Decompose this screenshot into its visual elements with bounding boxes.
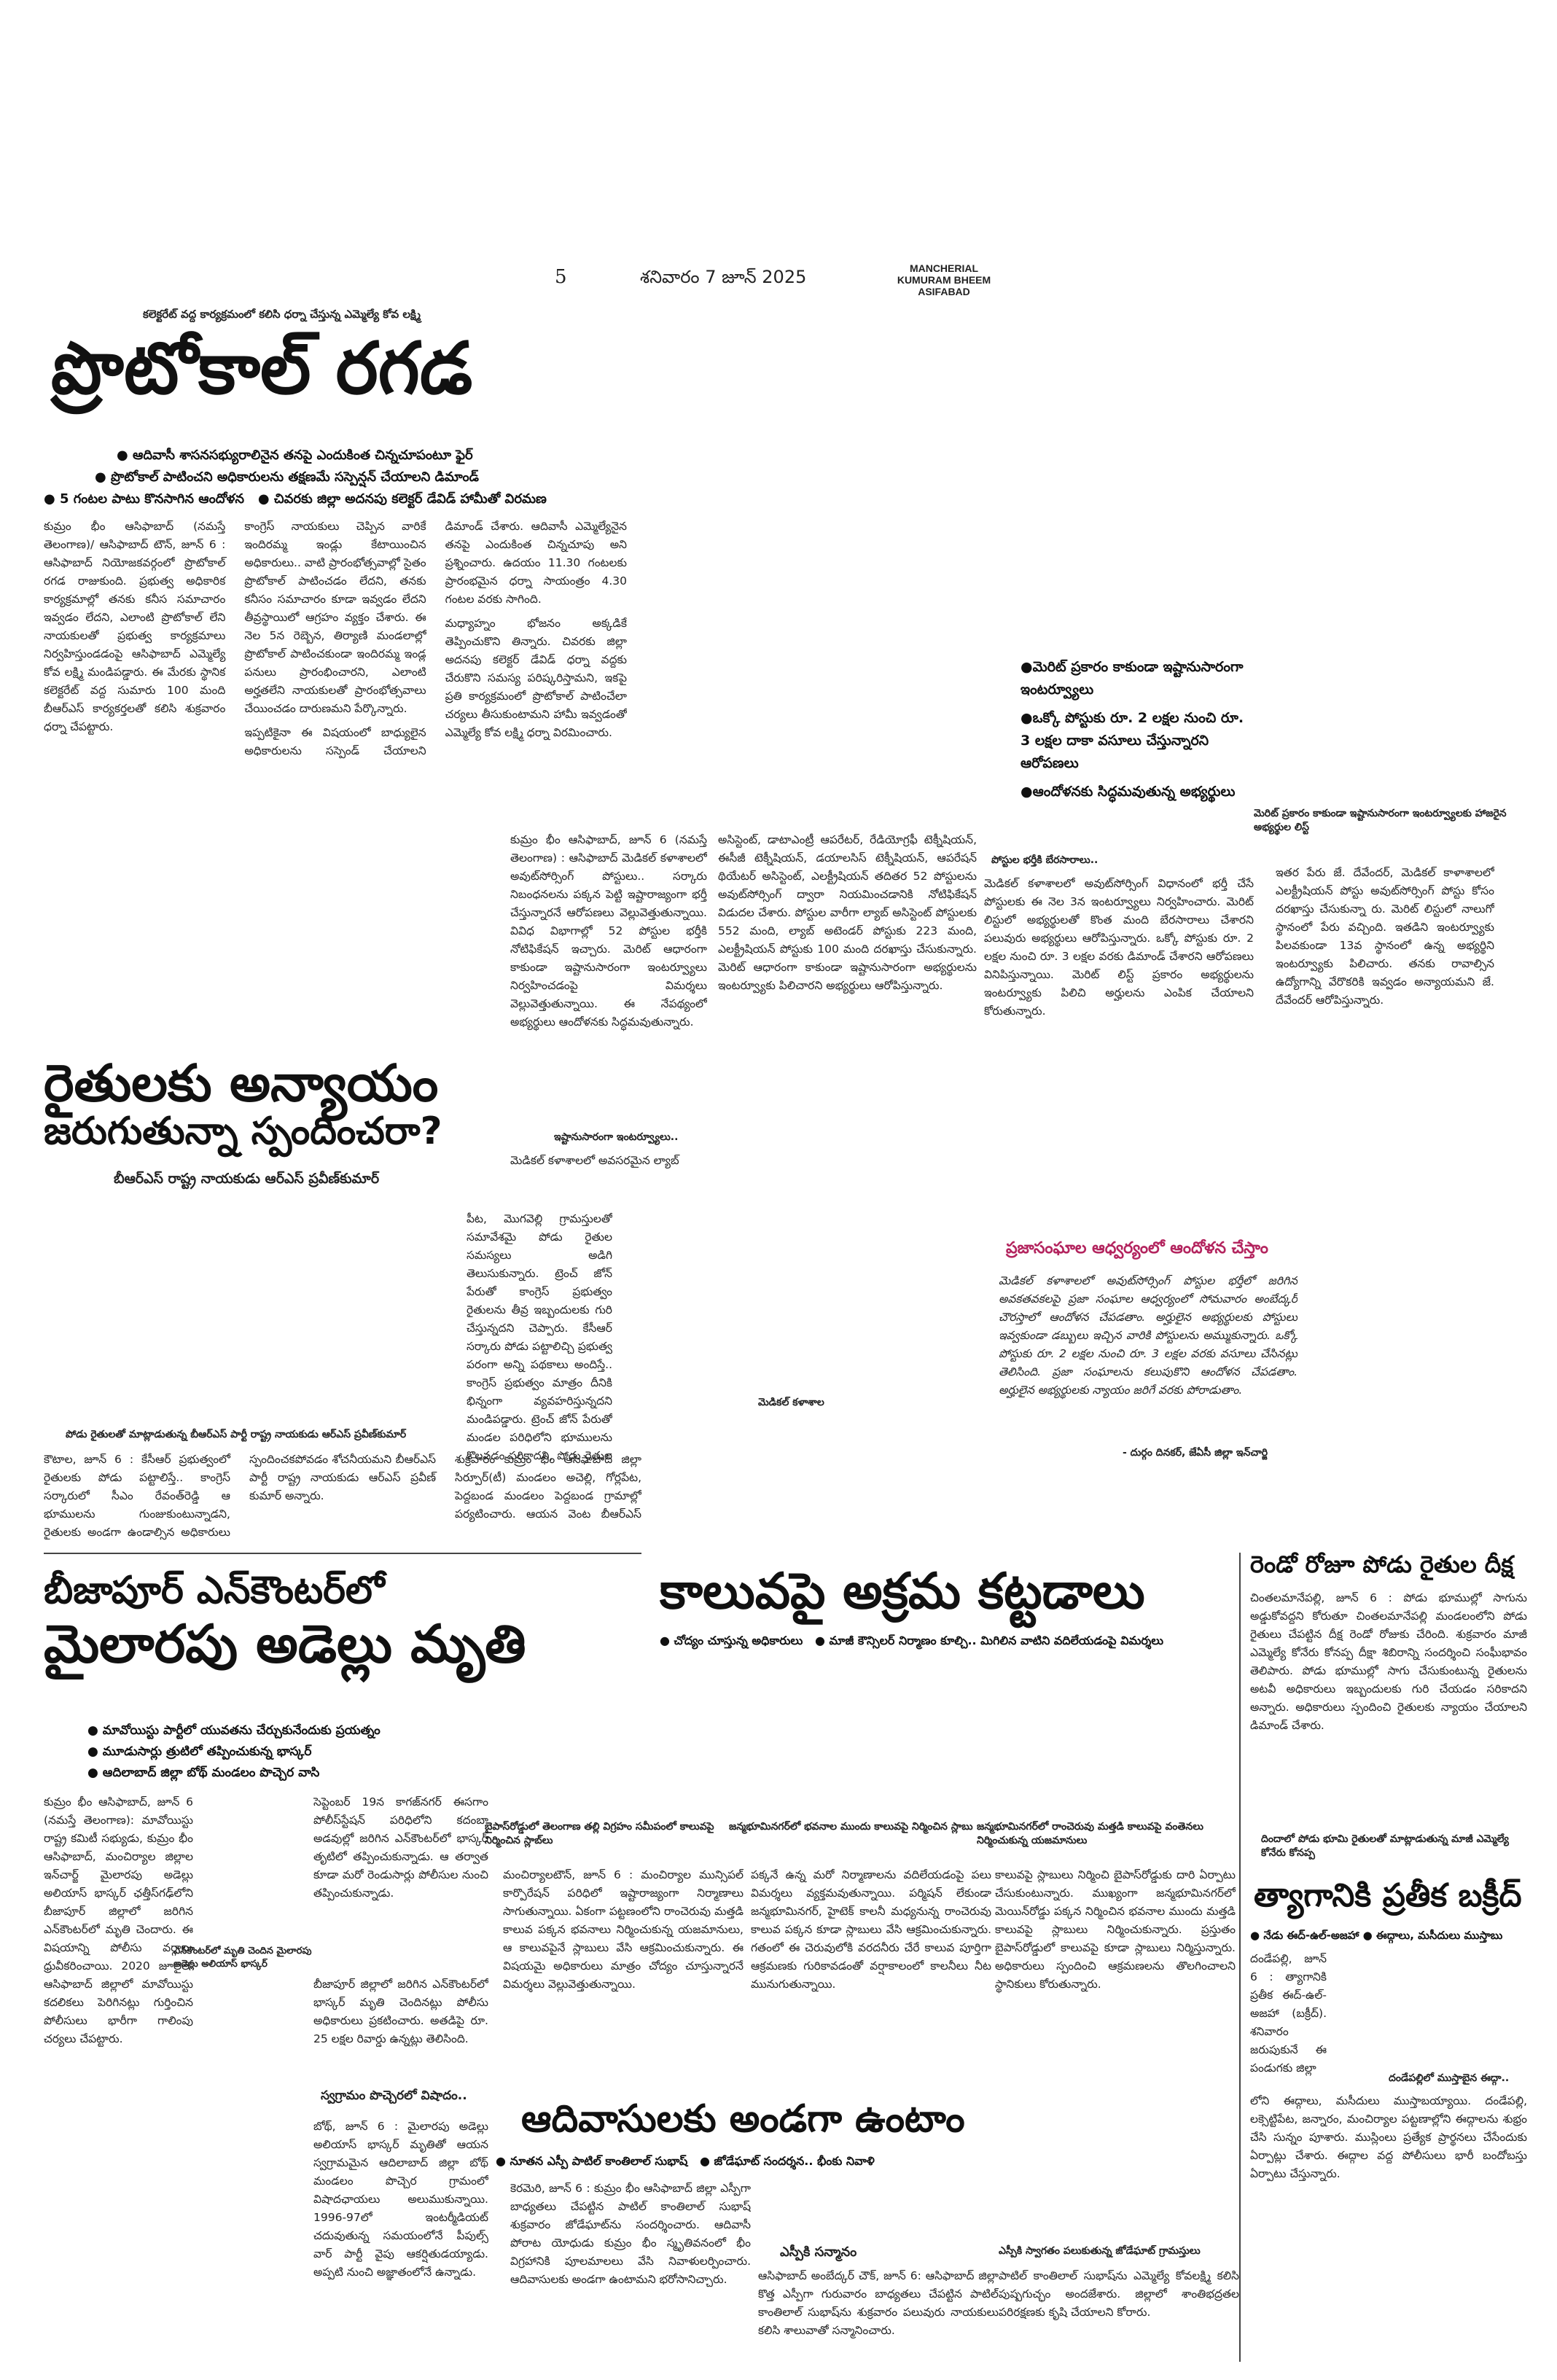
- farmers-column-top: పీట, మొగవెల్లి గ్రామస్తులతో సమావేశమై పోడ…: [467, 1212, 612, 1462]
- encounter-bullet: మూడుసార్లు త్రుటిలో తప్పించుకున్న భాస్కర…: [87, 1741, 641, 1763]
- column-divider: [1239, 1553, 1241, 2362]
- encounter-headline-1: బీజాపూర్ ఎన్‌కౌంటర్‌లో: [44, 1569, 385, 1612]
- lead-headline: ప్రొటోకాల్ రగడ: [51, 327, 473, 410]
- encounter-col-3: బోథ్, జూన్ 6 : మైలారపు అడెల్లు అలియాస్ భ…: [313, 2120, 488, 2279]
- bakrid-body-left: దండేపల్లి, జూన్ 6 : త్యాగానికి ప్రతీక ఈద…: [1250, 1952, 1327, 2075]
- encounter-village-subhead: స్వగ్రామం పొచ్చెరలో విషాదం..: [321, 2088, 467, 2103]
- encounter-bullet: మావోయిస్టు పార్టీలో యువతను చేర్చుకునేందు…: [87, 1720, 641, 1741]
- highlight-item: ఆందోళనకు సిద్ధమవుతున్న అభ్యర్థులు: [1021, 781, 1246, 803]
- encounter-headline-2: మైలారపు అడెల్లు మృతి: [44, 1613, 526, 1674]
- farmers-photo-caption: పోడు రైతులతో మాట్లాడుతున్న బీఆర్ఎస్ పార్…: [66, 1429, 407, 1440]
- medical-col-1: కుమ్రం భీం ఆసిఫాబాద్, జూన్ 6 (నమస్తే తెల…: [510, 833, 707, 1029]
- merit-side-column: ఇతర పేరు జే. దేవేందర్, మెడికల్ కాళాశాలలో…: [1276, 866, 1494, 1007]
- lead-bullet: ఆదివాసీ శాసనసభ్యురాలినైన తనపై ఎందుకింత చ…: [117, 445, 627, 467]
- canal-bullets: ● చోద్యం చూస్తున్న అధికారులు ● మాజీ కౌన్…: [660, 1631, 1228, 1650]
- encounter-col-2: సెప్టెంబర్ 19న కాగజ్‌నగర్ ఈసగాం పోలీస్‌స…: [313, 1795, 488, 1900]
- divider: [44, 1553, 641, 1554]
- medical-photo-caption: మెడికల్ కళాశాల: [758, 1397, 824, 1408]
- adivasi-bullet: ● జోడేఘాట్ సందర్శన.. భీంకు నివాళి: [699, 2154, 875, 2168]
- highlight-item: మెరిట్ ప్రకారం కాకుండా ఇష్టానుసారంగా ఇంట…: [1021, 656, 1246, 701]
- adivasi-bullet: ● నూతన ఎస్పీ పాటిల్ కాంతిలాల్ సుభాష్: [496, 2154, 688, 2168]
- canal-col-3: కాలువపై స్లాబులు నిర్మించి బైపాస్‌రోడ్డు…: [995, 1868, 1236, 1991]
- bakrid-headline: త్యాగానికి ప్రతీక బక్రీద్: [1254, 1877, 1522, 1914]
- adivasi-felicitation-subhead: ఎస్పీకి సన్మానం: [780, 2244, 857, 2260]
- canal-headline: కాలువపై అక్రమ కట్టడాలు: [660, 1563, 1145, 1620]
- lead-bullets: ఆదివాసీ శాసనసభ్యురాలినైన తనపై ఎందుకింత చ…: [111, 445, 627, 488]
- lead-bullets-row: ● 5 గంటల పాటు కొనసాగిన ఆందోళన ● చివరకు జ…: [44, 488, 700, 510]
- adivasi-bullets: ● నూతన ఎస్పీ పాటిల్ కాంతిలాల్ సుభాష్ ● జ…: [496, 2150, 1006, 2172]
- adivasi-col-3: పాటిల్ కాంతిలాల్ సుభాష్‌ను ఎమ్మెల్యే కోవ…: [999, 2269, 1239, 2319]
- canal-photo-caption-2: జన్మభూమినగర్‌లో భవనాల ముందు కాలువపై నిర్…: [729, 1821, 973, 1833]
- encounter-col-2b: బీజాపూర్ జిల్లాలో జరిగిన ఎన్‌కౌంటర్‌లో భ…: [313, 1978, 488, 2045]
- bakrid-kicker: దిందాలో పోడు భూమి రైతులతో మాట్లాడుతున్న …: [1261, 1833, 1509, 1859]
- medical-highlights-box: మెరిట్ ప్రకారం కాకుండా ఇష్టానుసారంగా ఇంట…: [1021, 656, 1246, 803]
- canal-photo-caption-1: బైపాస్‌రోడ్డులో తెలంగాణ తల్లి విగ్రహం సమ…: [485, 1821, 714, 1846]
- farmers-headline-2: జరుగుతున్నా స్పందించరా?: [44, 1109, 442, 1153]
- medical-col-3: మెడికల్ కళాశాలలో అవుట్‌సోర్సింగ్ విధానంల…: [984, 877, 1254, 1018]
- canal-bullet: ● చోద్యం చూస్తున్న అధికారులు: [660, 1634, 803, 1647]
- lead-bullet: ప్రొటోకాల్ పాటించని అధికారులను తక్షణమే స…: [95, 467, 627, 488]
- encounter-bullets: మావోయిస్టు పార్టీలో యువతను చేర్చుకునేందు…: [87, 1720, 641, 1784]
- bakrid-photo-caption: దండేపల్లిలో ముస్తాబైన ఈద్గా..: [1389, 2072, 1510, 2084]
- medical-col-1-tail: మెడికల్ కళాశాలలో అవసరమైన ల్యాబ్: [510, 1154, 679, 1167]
- adivasi-photo-caption: ఎస్పీకి స్వాగతం పలుకుతున్న జోడేఘాట్ గ్రా…: [999, 2245, 1201, 2257]
- medical-bargain-subhead: పోస్టుల భర్తీకి బేరసారాలు..: [991, 854, 1099, 866]
- podu-body: చింతలమానేపల్లి, జూన్ 6 : పోడు భూముల్లో స…: [1250, 1591, 1527, 1732]
- edition-label: MANCHERIAL KUMURAM BHEEM ASIFABAD: [897, 262, 991, 297]
- adivasi-col-2: ఆసిఫాబాద్ అంబేద్కర్ చౌక్, జూన్ 6: ఆసిఫాబ…: [758, 2269, 999, 2337]
- canal-col-1: మంచిర్యాలటౌన్, జూన్ 6 : మంచిర్యాల మున్సి…: [503, 1868, 744, 1991]
- medical-subhead: ఇష్టానుసారంగా ఇంటర్వ్యూలు..: [554, 1131, 679, 1143]
- protest-quote-heading: ప్రజాసంఘాల ఆధ్వర్యంలో ఆందోళన చేస్తాం: [1006, 1239, 1268, 1257]
- encounter-col-1: కుమ్రం భీం ఆసిఫాబాద్, జూన్ 6 (నమస్తే తెల…: [44, 1795, 193, 2045]
- adivasi-col-1: కెరమెరి, జూన్ 6 : కుమ్రం భీం ఆసిఫాబాద్ జ…: [510, 2182, 751, 2286]
- merit-list-caption: మెరిట్ ప్రకారం కాకుండా ఇష్టానుసారంగా ఇంట…: [1254, 808, 1507, 833]
- canal-col-2: పక్కనే ఉన్న మరో నిర్మాణాలను వదిలేయడంపై ప…: [751, 1868, 991, 1991]
- adivasi-headline: ఆదివాసులకు అండగా ఉంటాం: [521, 2097, 965, 2141]
- farmers-byline: బీఆర్ఎస్ రాష్ట్ర నాయకుడు ఆర్ఎస్ ప్రవీణ్‌…: [114, 1171, 380, 1187]
- page-date: శనివారం 7 జూన్ 2025: [640, 267, 807, 287]
- lead-bullet: ● చివరకు జిల్లా అదనపు కలెక్టర్ డేవిడ్ హా…: [257, 491, 547, 507]
- protest-quote-attribution: - దుర్గం దినకర్, జేఏసీ జిల్లా ఇన్‌చార్జి: [1123, 1447, 1268, 1459]
- bakrid-body: లోని ఈద్గాలు, మసీదులు ముస్తాబయ్యాయి. దండ…: [1250, 2094, 1527, 2180]
- encounter-photo-caption: ఎన్‌కౌంటర్‌లో మృతి చెందిన మైలారపు అడెల్ల…: [173, 1946, 312, 1970]
- farmers-body: కౌటాల, జూన్ 6 : కేసీఆర్ ప్రభుత్వంలో రైతు…: [44, 1453, 641, 1539]
- bakrid-bullet: నేడు ఈద్-ఉల్-అజహా ● ఈద్గాలు, మసీదులు ముస…: [1250, 1924, 1502, 1946]
- page-number: 5: [555, 266, 567, 288]
- medical-col-2: అసిస్టెంట్, డాటాఎంట్రీ ఆపరేటర్, రేడియోగ్…: [718, 833, 977, 992]
- encounter-bullet: ఆదిలాబాద్ జిల్లా బోథ్ మండలం పొచ్చెర వాసి: [87, 1763, 641, 1784]
- lead-body: కుమ్రం భీం ఆసిఫాబాద్ (నమస్తే తెలంగాణ)/ ఆ…: [44, 520, 627, 757]
- highlight-item: ఒక్కో పోస్టుకు రూ. 2 లక్షల నుంచి రూ. 3 ల…: [1021, 707, 1246, 775]
- lead-bullet: ● 5 గంటల పాటు కొనసాగిన ఆందోళన: [44, 491, 245, 507]
- canal-photo-caption-3: జన్మభూమినగర్‌లో రాంచెరువు మత్తడి కాలువపై…: [977, 1821, 1204, 1846]
- canal-bullet: ● మాజీ కౌన్సిలర్ నిర్మాణం కూల్చి.. మిగిల…: [814, 1634, 1164, 1647]
- podu-headline: రెండో రోజూ పోడు రైతుల దీక్ష: [1250, 1550, 1514, 1578]
- protest-quote-text: మెడికల్ కళాశాలలో అవుట్‌సోర్సింగ్ పోస్టుల…: [999, 1274, 1298, 1397]
- farmers-headline-1: రైతులకు అన్యాయం: [44, 1053, 439, 1113]
- bakrid-bullets: నేడు ఈద్-ఉల్-అజహా ● ఈద్గాలు, మసీదులు ముస…: [1250, 1924, 1502, 1946]
- lead-kicker: కలెక్టరేట్ వద్ద కార్యక్రమంలో కలిసి ధర్నా…: [143, 308, 421, 321]
